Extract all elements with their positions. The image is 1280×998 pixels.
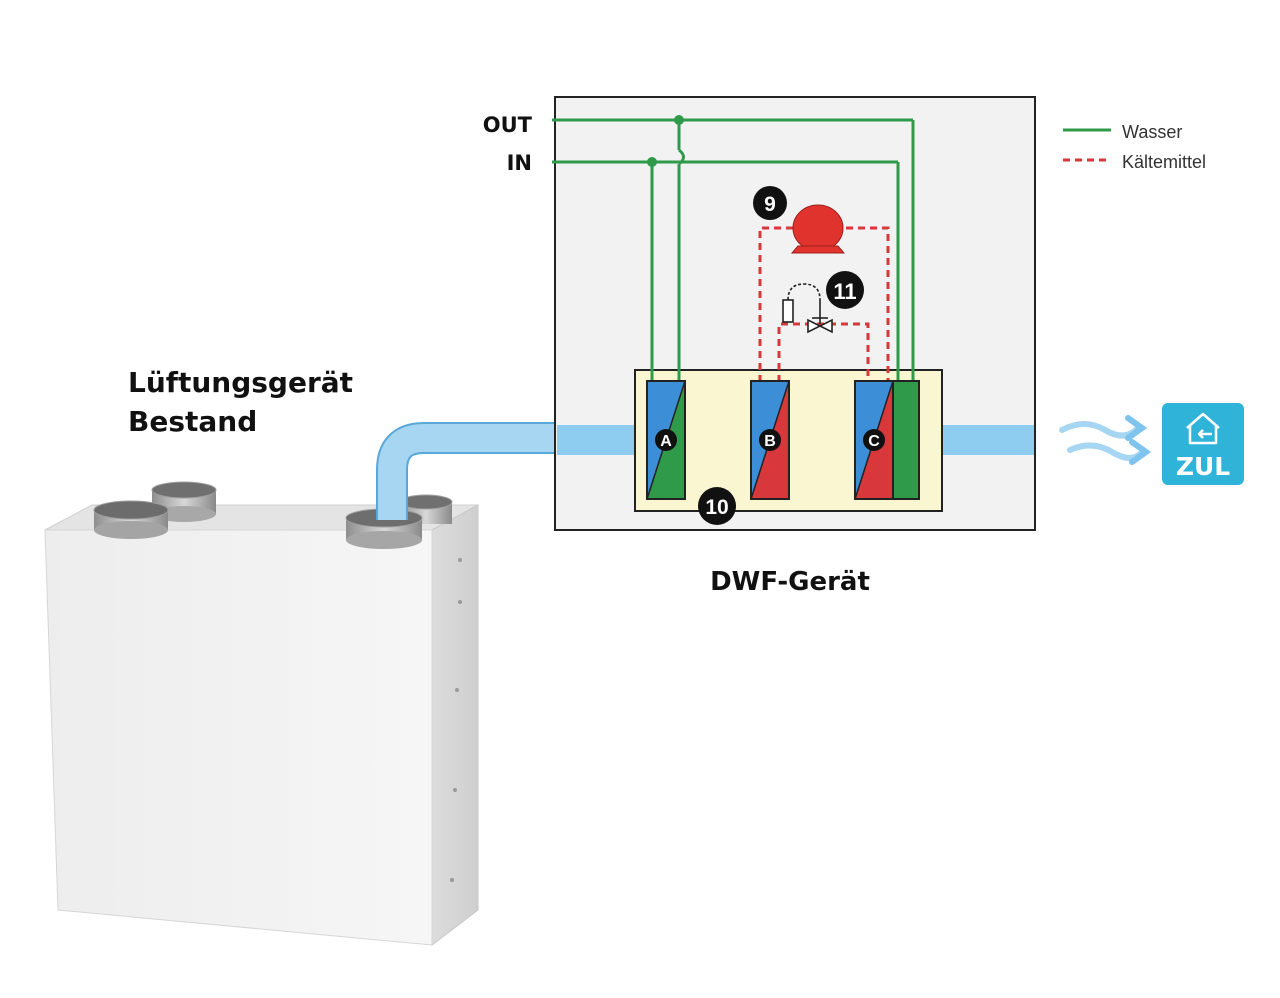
marker-9-badge [753, 186, 787, 220]
marker-11: 11 [833, 279, 856, 304]
label-out: OUT [483, 113, 533, 137]
label-existing-unit-line2: Bestand [128, 405, 257, 438]
heat-exchanger-b: B [750, 380, 790, 500]
heat-exchanger-a: A [646, 380, 686, 500]
existing-ventilation-unit [44, 481, 479, 947]
marker-11-badge [826, 271, 864, 309]
expansion-valve-icon [782, 283, 833, 334]
water-lines [552, 118, 915, 382]
spigot-front-left [93, 500, 169, 539]
legend: Wasser Kältemittel [1063, 122, 1206, 172]
air-band-left [557, 425, 637, 455]
label-dwf-unit: DWF-Gerät [710, 567, 870, 597]
legend-water-label: Wasser [1122, 122, 1182, 142]
marker-9: 9 [764, 193, 776, 216]
airflow-arrows-icon [1059, 415, 1152, 465]
compressor-icon [790, 204, 846, 254]
air-band-right [942, 425, 1034, 455]
marker-10: 10 [705, 496, 728, 519]
label-in: IN [507, 151, 532, 175]
label-existing-unit-line1: Lüftungsgerät [128, 366, 353, 399]
marker-10-badge [698, 487, 736, 525]
supply-air-badge: ZUL [1162, 403, 1244, 485]
air-duct [376, 422, 556, 520]
legend-refrigerant-label: Kältemittel [1122, 152, 1206, 172]
marker-b: B [764, 433, 776, 450]
spigot-front-right [345, 508, 423, 549]
marker-c: C [868, 433, 880, 450]
house-supply-icon [1186, 412, 1220, 445]
marker-a: A [660, 433, 672, 450]
out-junction [674, 115, 684, 125]
heat-exchanger-c: C [854, 380, 920, 500]
in-junction [647, 157, 657, 167]
supply-air-label: ZUL [1176, 452, 1230, 481]
